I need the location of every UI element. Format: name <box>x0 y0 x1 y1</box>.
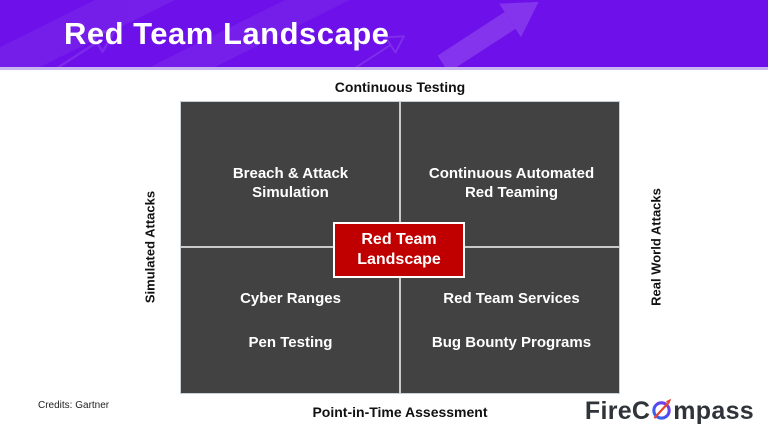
quadrant-label-line: Red Teaming <box>464 184 559 201</box>
firecompass-logo: FireC mpass <box>585 396 754 426</box>
quadrant-bottom-left-item: Cyber Ranges <box>240 290 341 307</box>
credits-text: Credits: Gartner <box>38 400 110 411</box>
quadrant-label-line: Breach & Attack <box>232 165 349 182</box>
quadrant-label-line: Simulation <box>252 184 329 201</box>
logo-text-prefix: FireC <box>584 396 651 425</box>
axis-label-bottom: Point-in-Time Assessment <box>312 404 488 420</box>
quadrant-bottom-left-item: Pen Testing <box>248 334 333 351</box>
quadrant-label-line: Continuous Automated <box>428 165 595 182</box>
axis-label-left: Simulated Attacks <box>142 190 158 304</box>
center-title-line: Red Team <box>361 231 437 248</box>
page-title: Red Team Landscape <box>64 15 390 51</box>
header-banner: Red Team Landscape <box>0 0 768 70</box>
quadrant-bottom-right-item: Bug Bounty Programs <box>431 334 592 351</box>
compass-icon <box>650 398 673 428</box>
axis-label-right: Real World Attacks <box>648 188 664 306</box>
large-arrow-icon <box>437 1 539 67</box>
quadrant-top-right-label: Continuous Automated Red Teaming <box>402 164 621 202</box>
center-title-line: Landscape <box>357 251 441 268</box>
axis-label-top: Continuous Testing <box>334 79 466 95</box>
logo-text-suffix: mpass <box>673 396 754 425</box>
center-title-box: Red Team Landscape <box>333 222 465 278</box>
quadrant-bottom-right-item: Red Team Services <box>443 290 580 307</box>
quadrant-top-left-label: Breach & Attack Simulation <box>181 164 400 202</box>
